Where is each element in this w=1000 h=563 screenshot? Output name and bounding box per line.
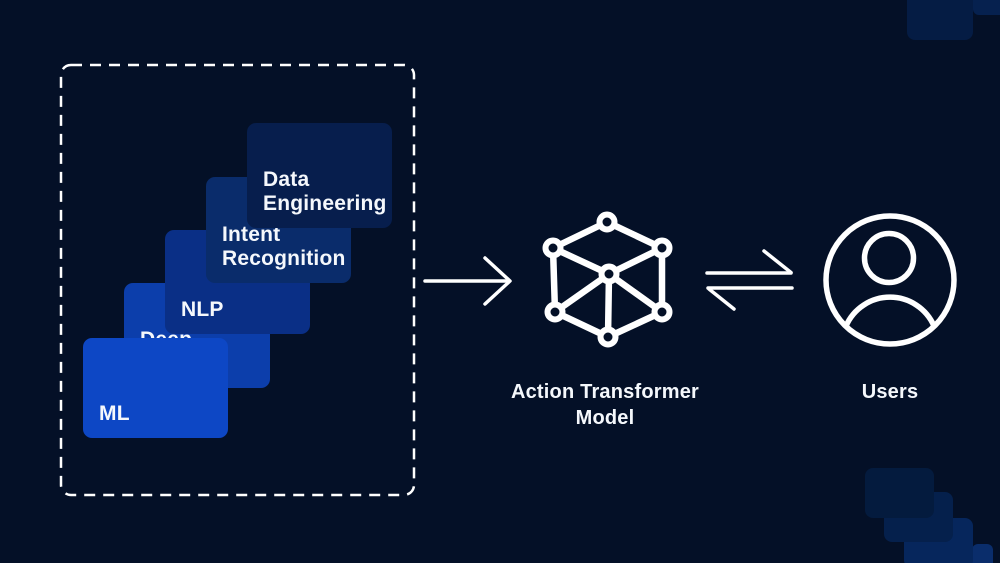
decoration-top-right-small [973, 0, 1000, 15]
exchange-arrows-icon [705, 249, 794, 311]
decoration-bottom-right-1 [865, 468, 934, 518]
card-label-data-engineering: Data Engineering [263, 168, 387, 215]
card-label-intent-recognition: Intent Recognition [222, 223, 346, 270]
model-label: Action Transformer Model [510, 381, 700, 429]
users-label: Users [861, 381, 919, 403]
user-avatar-icon [823, 213, 957, 347]
card-label-ml: ML [99, 402, 130, 425]
card-data-engineering: Data Engineering [247, 123, 392, 228]
decoration-top-right-large [907, 0, 973, 40]
decoration-bottom-right-4 [972, 544, 993, 563]
right-arrow-icon [423, 256, 512, 306]
cube-network-icon [542, 211, 673, 348]
card-ml: ML [83, 338, 228, 438]
card-label-nlp: NLP [181, 298, 224, 321]
